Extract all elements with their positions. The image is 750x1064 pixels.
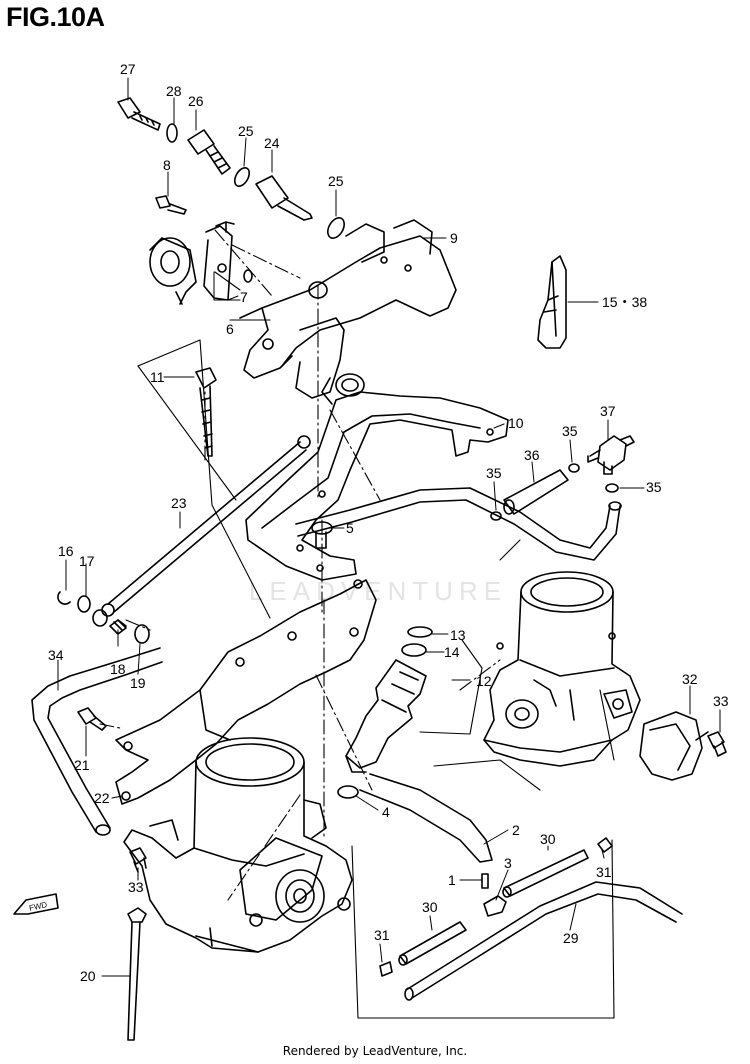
- bolt-27: [117, 97, 161, 131]
- callout-18: 18: [110, 661, 126, 677]
- callout-13: 13: [450, 627, 466, 643]
- callout-30: 30: [422, 899, 438, 915]
- screw-33-lower: [129, 847, 147, 873]
- callout-36: 36: [524, 447, 540, 463]
- callout-22: 22: [94, 790, 110, 806]
- washer-19: [134, 624, 150, 644]
- callout-21: 21: [74, 757, 90, 773]
- callout-33: 33: [128, 879, 144, 895]
- rod-23: [101, 435, 311, 617]
- callout-10: 10: [508, 415, 524, 431]
- callout-24: 24: [264, 135, 280, 151]
- o-ring-4: [337, 785, 359, 799]
- joint-37: [587, 435, 635, 475]
- clip-31-upper: [597, 837, 613, 853]
- clip-15-38: [537, 255, 567, 349]
- callout-31: 31: [596, 864, 612, 880]
- callout-35: 35: [562, 423, 578, 439]
- callout-15-38: 15・38: [602, 294, 647, 310]
- fwd-label: FWD: [28, 900, 48, 913]
- callout-27: 27: [120, 61, 136, 77]
- vacuum-hose: [295, 487, 622, 561]
- screw-21: [77, 707, 107, 731]
- joint-1: [481, 873, 489, 889]
- pressure-regulator: [149, 221, 253, 305]
- callout-32: 32: [682, 671, 698, 687]
- callout-35: 35: [646, 479, 662, 495]
- callout-30: 30: [540, 831, 556, 847]
- cushion-14: [401, 643, 427, 657]
- callout-33: 33: [713, 693, 729, 709]
- bolt-11: [195, 367, 217, 457]
- callout-20: 20: [80, 968, 96, 984]
- callout-26: 26: [188, 93, 204, 109]
- callout-4: 4: [382, 804, 390, 820]
- screw-8: [155, 195, 187, 215]
- hose-30-lower: [398, 921, 467, 966]
- hose-2: [359, 773, 493, 863]
- clip-35-a: [568, 463, 580, 473]
- hose-30-upper: [502, 849, 589, 898]
- callout-9: 9: [450, 230, 458, 246]
- union-bolt-26: [187, 129, 231, 175]
- hose-34: [31, 647, 163, 836]
- fwd-arrow: FWD: [13, 893, 59, 915]
- callout-16: 16: [58, 543, 74, 559]
- callout-14: 14: [444, 644, 460, 660]
- throttle-body-lower: [123, 737, 353, 953]
- watermark: LEADVENTURE: [249, 576, 507, 606]
- clip-16: [57, 591, 71, 605]
- screw-33-upper: [707, 731, 727, 757]
- leader-lines: [57, 77, 721, 977]
- clip-31-lower: [379, 961, 393, 977]
- callout-3: 3: [504, 855, 512, 871]
- callout-7: 7: [240, 289, 248, 305]
- bracket-10: [245, 391, 509, 581]
- callout-17: 17: [79, 553, 95, 569]
- bracket-22: [115, 579, 377, 805]
- callout-31: 31: [374, 927, 390, 943]
- render-credit: Rendered by LeadVenture, Inc.: [282, 1044, 468, 1058]
- callout-19: 19: [130, 675, 146, 691]
- delivery-pipe-9: [239, 219, 457, 405]
- callout-2: 2: [512, 822, 520, 838]
- callout-29: 29: [563, 930, 579, 946]
- washer-28: [166, 123, 178, 143]
- o-ring-13: [407, 626, 433, 638]
- gasket-25-lower: [327, 217, 345, 239]
- callout-8: 8: [163, 157, 171, 173]
- callout-35: 35: [486, 465, 502, 481]
- hose-29: [404, 881, 683, 1001]
- callout-12: 12: [476, 673, 492, 689]
- callout-23: 23: [171, 495, 187, 511]
- assembly-lines: [99, 229, 501, 901]
- callout-11: 11: [150, 369, 165, 385]
- callout-25: 25: [328, 173, 344, 189]
- clip-35-b: [490, 511, 502, 521]
- callout-25: 25: [238, 123, 254, 139]
- washer-17: [77, 595, 91, 613]
- guide-lines: [137, 271, 615, 1019]
- figure-title: FIG.10A: [6, 2, 105, 32]
- injector-12: [345, 659, 427, 773]
- spring-18: [109, 619, 127, 635]
- throttle-body-upper: [483, 571, 641, 767]
- callout-28: 28: [166, 83, 182, 99]
- callout-6: 6: [226, 321, 234, 337]
- gasket-25-upper: [233, 167, 251, 187]
- callout-1: 1: [448, 872, 456, 888]
- cushion-17b: [92, 609, 108, 627]
- callout-5: 5: [346, 520, 354, 536]
- callout-34: 34: [48, 647, 64, 663]
- hose-36: [503, 469, 569, 515]
- clip-35-c: [605, 483, 619, 493]
- callout-37: 37: [600, 403, 616, 419]
- sensor-32: [639, 711, 709, 781]
- callout-labels: 27 28 26 25 24 25 8 9 7 6 15・38 11 10 37…: [48, 61, 729, 984]
- joint-3: [483, 895, 507, 917]
- union-24: [255, 175, 313, 221]
- cable-tie-20: [127, 907, 147, 1041]
